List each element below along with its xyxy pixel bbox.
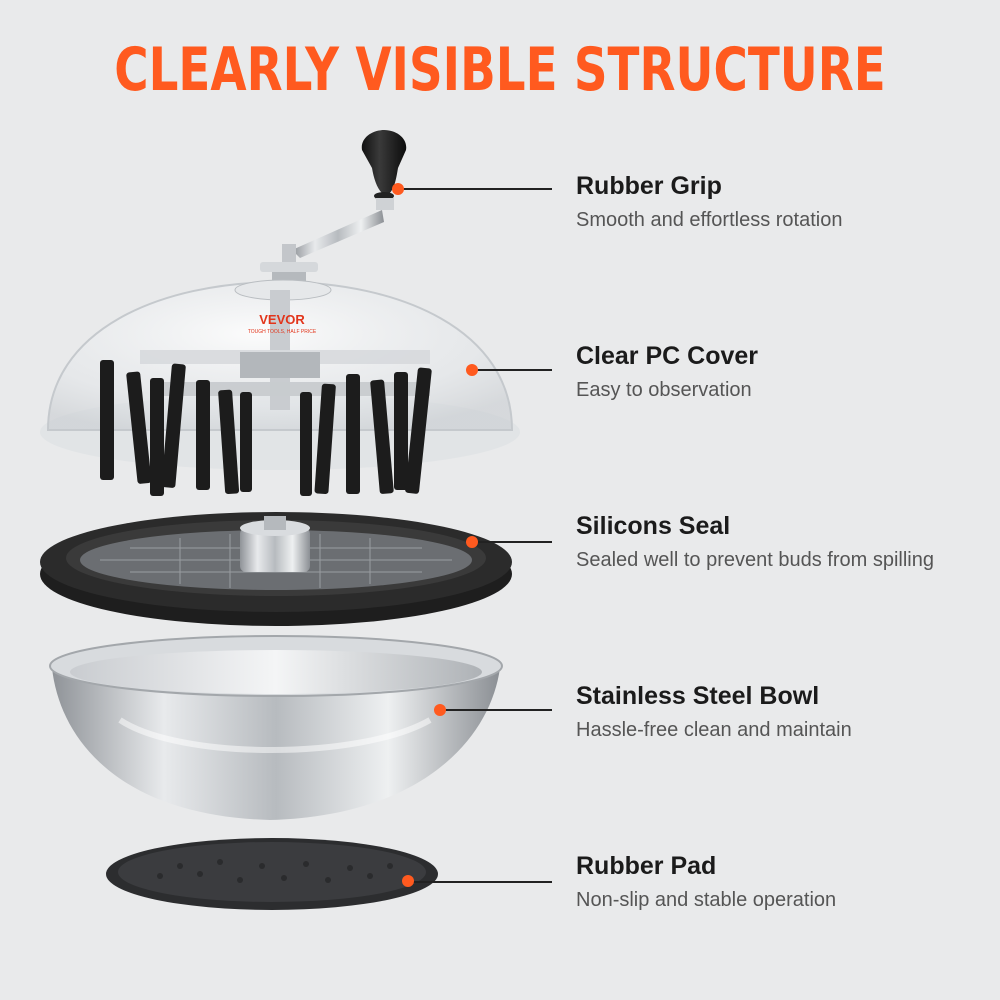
leader-line-silicons-seal bbox=[478, 541, 552, 543]
part-description: Sealed well to prevent buds from spillin… bbox=[576, 549, 934, 571]
leader-line-rubber-pad bbox=[412, 881, 552, 883]
stainless-steel-bowl-part bbox=[49, 635, 503, 820]
part-description: Non-slip and stable operation bbox=[576, 889, 837, 911]
marker-dot-silicons-seal bbox=[466, 536, 478, 548]
part-description: Easy to observation bbox=[576, 379, 752, 401]
marker-dot-rubber-grip bbox=[392, 183, 404, 195]
part-name: Clear PC Cover bbox=[576, 342, 759, 370]
part-name: Silicons Seal bbox=[576, 512, 731, 540]
part-name: Rubber Pad bbox=[576, 852, 717, 880]
part-name: Stainless Steel Bowl bbox=[576, 682, 820, 710]
callout-rubber-pad: Rubber Pad Non-slip and stable operation bbox=[576, 850, 996, 914]
leader-line-clear-pc-cover bbox=[476, 369, 552, 371]
leader-line-rubber-grip bbox=[400, 188, 552, 190]
marker-dot-clear-pc-cover bbox=[466, 364, 478, 376]
callout-rubber-grip: Rubber Grip Smooth and effortless rotati… bbox=[576, 170, 996, 234]
callout-clear-pc-cover: Clear PC Cover Easy to observation bbox=[576, 340, 996, 404]
silicone-seal-part bbox=[40, 512, 512, 626]
marker-dot-rubber-pad bbox=[402, 875, 414, 887]
rubber-grip-part bbox=[260, 130, 407, 290]
clear-pc-cover-part: VEVOR TOUGH TOOLS, HALF PRICE bbox=[40, 279, 520, 496]
leader-line-stainless-steel-bowl bbox=[444, 709, 552, 711]
marker-dot-stainless-steel-bowl bbox=[434, 704, 446, 716]
callout-silicons-seal: Silicons Seal Sealed well to prevent bud… bbox=[576, 510, 996, 574]
rubber-pad-part bbox=[106, 838, 438, 910]
vevor-logo: VEVOR bbox=[259, 312, 305, 327]
part-name: Rubber Grip bbox=[576, 172, 722, 200]
part-description: Smooth and effortless rotation bbox=[576, 209, 843, 231]
page-title: CLEARLY VISIBLE STRUCTURE bbox=[114, 35, 886, 105]
part-description: Hassle-free clean and maintain bbox=[576, 719, 852, 741]
vevor-tagline: TOUGH TOOLS, HALF PRICE bbox=[248, 329, 317, 335]
callout-stainless-steel-bowl: Stainless Steel Bowl Hassle-free clean a… bbox=[576, 680, 996, 744]
